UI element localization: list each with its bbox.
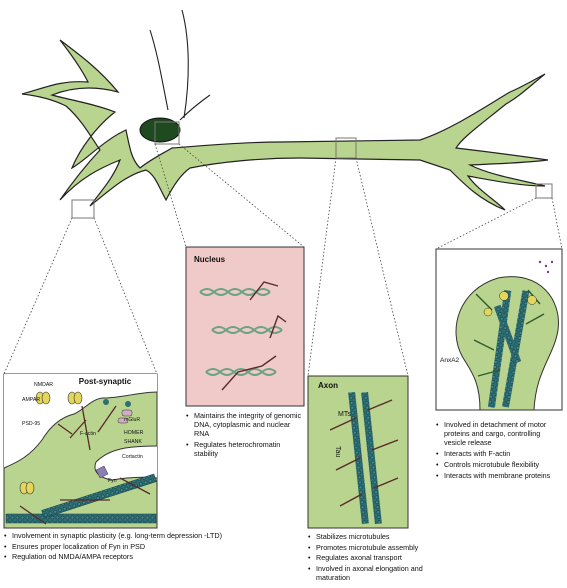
- neuron-nucleus: [139, 117, 181, 143]
- list-item: Controls microtubule flexibility: [436, 460, 564, 469]
- nucleus-bullets: Maintains the integrity of genomic DNA, …: [186, 411, 304, 460]
- label-factin: F-actin: [80, 431, 96, 437]
- microtubule: [348, 391, 369, 524]
- post-synaptic-panel: Post-synaptic NMDAR AMPAR PSD-95 F-actin…: [3, 373, 158, 529]
- list-item: Interacts with membrane proteins: [436, 471, 564, 480]
- label-ampar: AMPAR: [22, 397, 40, 403]
- list-item: Stabilizes microtubules: [308, 532, 438, 541]
- list-item: Involved in detachment of motor proteins…: [436, 420, 564, 448]
- zoom-box-nucleus: [154, 121, 180, 145]
- neuron-body: [21, 39, 549, 211]
- neuron-cell: [21, 9, 549, 211]
- list-item: Regulation od NMDA/AMPA receptors: [4, 552, 234, 561]
- post-synaptic-bullets: Involvement in synaptic plasticity (e.g.…: [4, 531, 234, 563]
- label-nmdar: NMDAR: [34, 382, 53, 388]
- list-item: Involved in axonal elongation and matura…: [308, 564, 438, 582]
- zoom-box-terminal: [535, 183, 553, 199]
- label-mglur: mGluR: [124, 417, 140, 423]
- list-item: Interacts with F-actin: [436, 449, 564, 458]
- label-psd95: PSD-95: [22, 421, 40, 427]
- terminal-bullets: Involved in detachment of motor proteins…: [436, 420, 564, 481]
- post-synaptic-title: Post-synaptic: [79, 377, 132, 386]
- list-item: Regulates heterochromatin stability: [186, 440, 304, 458]
- label-shank: SHANK: [124, 439, 142, 445]
- nucleus-panel: Nucleus: [185, 246, 305, 407]
- list-item: Maintains the integrity of genomic DNA, …: [186, 411, 304, 439]
- label-cortactin: Cortactin: [122, 454, 143, 460]
- zoom-box-post-synaptic: [71, 199, 95, 219]
- list-item: Promotes microtubule assembly: [308, 543, 438, 552]
- list-item: Involvement in synaptic plasticity (e.g.…: [4, 531, 234, 540]
- microtubule: [493, 304, 522, 364]
- zoom-connectors: [3, 143, 563, 377]
- dendrite-right: [179, 94, 211, 121]
- label-mts: MTs: [338, 411, 351, 418]
- axon-title: Axon: [318, 381, 338, 390]
- membrane: [3, 391, 158, 469]
- label-anxa2: AnxA2: [440, 357, 460, 364]
- label-fyn: Fyn: [108, 478, 117, 484]
- axon-bullets: Stabilizes microtubules Promotes microtu…: [308, 532, 438, 584]
- nucleus-title: Nucleus: [194, 255, 226, 264]
- zoom-box-axon: [335, 137, 357, 159]
- label-tau: Tau: [334, 446, 341, 457]
- terminal-panel: AnxA2: [435, 248, 563, 411]
- list-item: Regulates axonal transport: [308, 553, 438, 562]
- axon-panel: Axon MTs Tau: [307, 375, 409, 529]
- dendrite-top-right: [181, 9, 189, 119]
- microtubule: [361, 392, 382, 525]
- list-item: Ensures proper localization of Fyn in PS…: [4, 542, 234, 551]
- dendrite-top: [149, 29, 169, 111]
- label-homer: HOMER: [124, 430, 144, 436]
- microtubule: [5, 513, 157, 524]
